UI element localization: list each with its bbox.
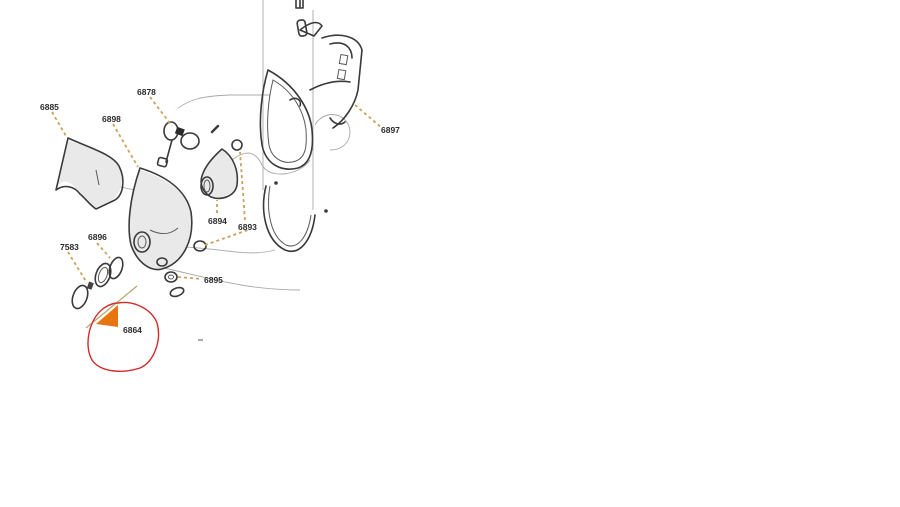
part-6894-nose-cup: [200, 148, 239, 200]
part-6885-visor: [55, 137, 124, 210]
part-6898-lens: [128, 167, 193, 271]
part-6896-inhalation-valve: [94, 256, 124, 288]
label-6878: 6878: [137, 87, 156, 97]
part-6895-exhalation-valve: [164, 271, 185, 298]
label-6893: 6893: [238, 222, 257, 232]
part-lower-strap: [262, 181, 328, 253]
part-6878-valve-assembly: [156, 121, 220, 168]
part-6893-o-ring: [193, 139, 243, 252]
part-7583-valve-cover: [71, 281, 94, 310]
label-6885: 6885: [40, 102, 59, 112]
label-6895: 6895: [204, 275, 223, 285]
label-6864: 6864: [123, 325, 142, 335]
label-6896: 6896: [88, 232, 107, 242]
leader-lines: [51, 96, 383, 284]
part-labels: 6885 6898 6878 6894 6893 6897 6896 7583 …: [40, 87, 400, 285]
label-7583: 7583: [60, 242, 79, 252]
label-6897: 6897: [381, 125, 400, 135]
red-circle-annotation: [87, 301, 160, 372]
annotation-6864: 6864: [85, 285, 203, 372]
highlight-triangle: [96, 305, 118, 327]
label-6894: 6894: [208, 216, 227, 226]
label-6898: 6898: [102, 114, 121, 124]
part-6897-head-harness: [259, 0, 363, 170]
